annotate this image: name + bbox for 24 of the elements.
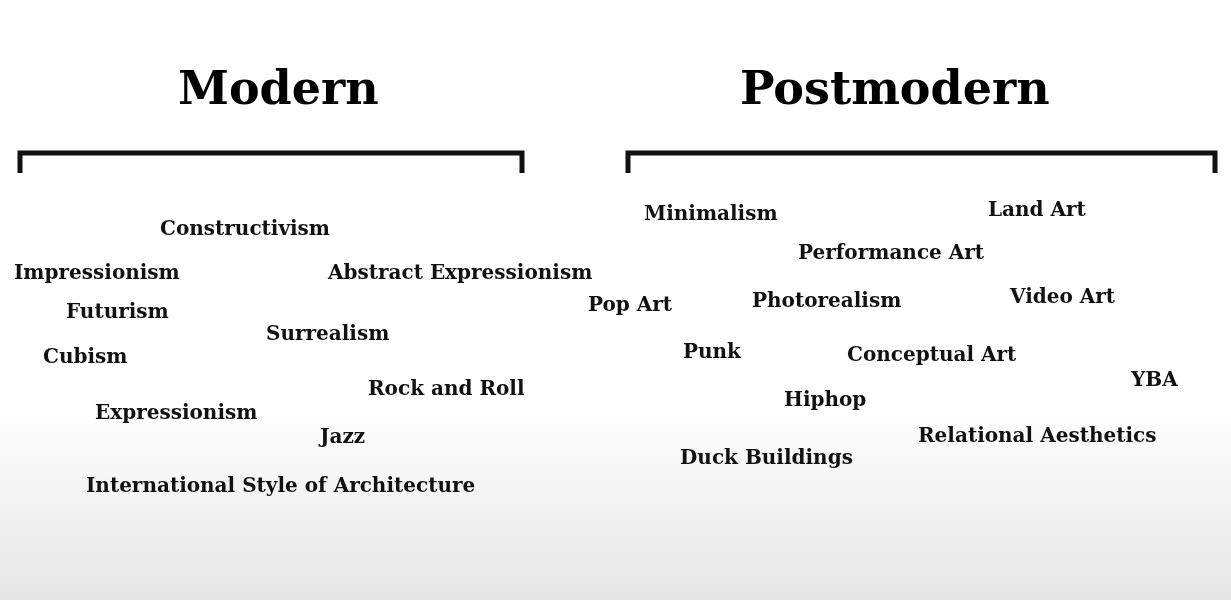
movement-label: Pop Art: [588, 294, 673, 314]
movement-label: Duck Buildings: [680, 447, 853, 467]
movement-label: Rock and Roll: [368, 378, 525, 398]
movement-label: Relational Aesthetics: [918, 425, 1157, 445]
movement-label: Video Art: [1010, 286, 1116, 306]
movement-label: Expressionism: [95, 402, 258, 422]
movement-label: Cubism: [43, 346, 128, 366]
movement-label: Futurism: [66, 301, 169, 321]
column-heading: Postmodern: [740, 65, 1050, 111]
movement-label: Land Art: [988, 199, 1086, 219]
movement-label: Impressionism: [14, 262, 180, 282]
movement-label: Punk: [683, 341, 741, 361]
movement-label: YBA: [1131, 369, 1178, 389]
movement-label: Photorealism: [752, 290, 902, 310]
column-heading: Modern: [178, 65, 379, 111]
movement-label: Abstract Expressionism: [328, 262, 593, 282]
movement-label: Minimalism: [644, 203, 778, 223]
movement-label: Constructivism: [160, 218, 331, 238]
movement-label: International Style of Architecture: [86, 475, 476, 495]
movement-label: Performance Art: [798, 242, 985, 262]
movement-label: Conceptual Art: [847, 344, 1017, 364]
movement-label: Surrealism: [266, 323, 390, 343]
movement-label: Hiphop: [784, 389, 867, 409]
movement-label: Jazz: [320, 426, 366, 446]
